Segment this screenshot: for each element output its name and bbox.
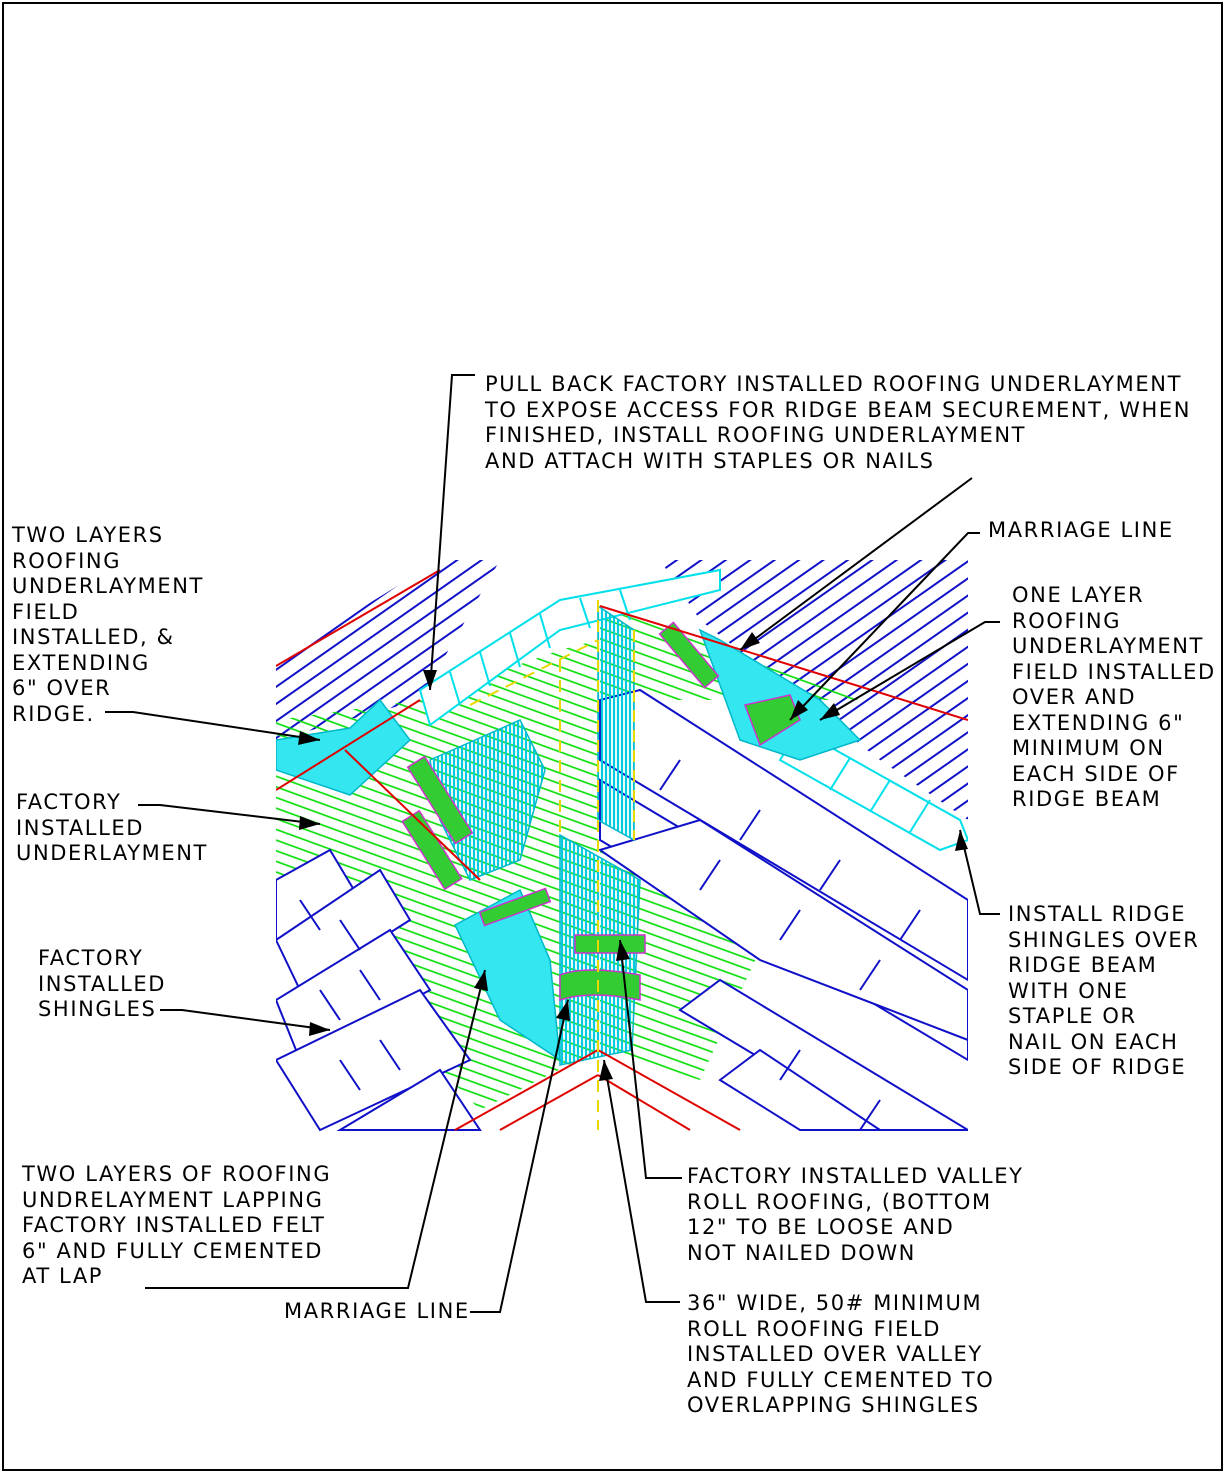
leader-roll-roofing bbox=[603, 1059, 680, 1303]
leader-marriage-top bbox=[789, 532, 980, 721]
arrow-marriage-bottom bbox=[556, 1000, 570, 1021]
note-pull-back-underlayment: PULL BACK FACTORY INSTALLED ROOFING UNDE… bbox=[485, 372, 1192, 473]
arrow-install-ridge bbox=[955, 830, 968, 851]
leader-two-layers bbox=[105, 711, 321, 741]
leader-one-layer bbox=[819, 621, 1000, 721]
arrow-two-layers bbox=[298, 731, 320, 745]
leader-two-layers-lap bbox=[145, 969, 486, 1289]
marriage-lines bbox=[469, 600, 635, 1130]
shingle-joints-left bbox=[299, 899, 401, 1091]
arrow-factory-underlayment bbox=[299, 816, 320, 830]
leader-pull-back bbox=[429, 374, 475, 691]
note-install-ridge-shingles: INSTALL RIDGE SHINGLES OVER RIDGE BEAM W… bbox=[1008, 902, 1200, 1079]
leader-arrowheads bbox=[298, 632, 968, 1081]
note-marriage-line-bottom: MARRIAGE LINE bbox=[284, 1299, 470, 1323]
membrane-valley-lap bbox=[454, 888, 561, 1062]
note-marriage-line-top: MARRIAGE LINE bbox=[988, 518, 1174, 542]
arrow-marriage-top bbox=[790, 700, 808, 720]
note-factory-valley-roll-roofing: FACTORY INSTALLED VALLEY ROLL ROOFING, (… bbox=[687, 1164, 1024, 1265]
note-factory-installed-shingles: FACTORY INSTALLED SHINGLES bbox=[38, 946, 167, 1021]
arrow-factory-shingles bbox=[309, 1022, 330, 1036]
ridge-shingle-joints-left bbox=[449, 589, 631, 706]
leader-factory-shingles bbox=[160, 1009, 331, 1031]
arrow-roll-roofing bbox=[599, 1060, 613, 1081]
upper-left-roof-hatch bbox=[276, 560, 500, 740]
ridge-shingles-left bbox=[418, 568, 721, 727]
membrane-ridge-right bbox=[698, 628, 862, 761]
note-roll-roofing-field: 36" WIDE, 50# MINIMUM ROLL ROOFING FIELD… bbox=[687, 1291, 995, 1417]
roof-assembly bbox=[276, 560, 968, 1132]
ridge-shingle-joints-right bbox=[829, 757, 931, 833]
arrow-pull-back-right bbox=[740, 632, 760, 650]
note-two-layers-roofing-underlayment: TWO LAYERS ROOFING UNDERLAYMENT FIELD IN… bbox=[12, 523, 204, 726]
right-shingle-field bbox=[597, 688, 968, 1131]
leader-marriage-bottom bbox=[470, 999, 569, 1313]
arrow-valley-roll bbox=[616, 940, 630, 961]
arrow-pull-back bbox=[423, 670, 437, 690]
leader-install-ridge bbox=[959, 829, 1000, 915]
leader-lines bbox=[105, 374, 1000, 1313]
note-two-layers-lapping-felt: TWO LAYERS OF ROOFING UNDRELAYMENT LAPPI… bbox=[22, 1162, 332, 1288]
leader-valley-roll bbox=[619, 939, 682, 1179]
note-one-layer-underlayment: ONE LAYER ROOFING UNDERLAYMENT FIELD INS… bbox=[1012, 583, 1216, 811]
ridge-beam-caps bbox=[401, 621, 801, 1002]
eave-lines bbox=[276, 569, 968, 1131]
arrow-two-layers-lap bbox=[474, 970, 488, 991]
leader-pull-back-right bbox=[739, 477, 973, 651]
valley-roll-roofing bbox=[597, 604, 635, 842]
leader-factory-underlayment bbox=[138, 804, 321, 825]
note-factory-installed-underlayment: FACTORY INSTALLED UNDERLAYMENT bbox=[16, 790, 208, 865]
arrow-one-layer bbox=[820, 703, 840, 720]
shingle-joints-right bbox=[659, 759, 921, 1131]
